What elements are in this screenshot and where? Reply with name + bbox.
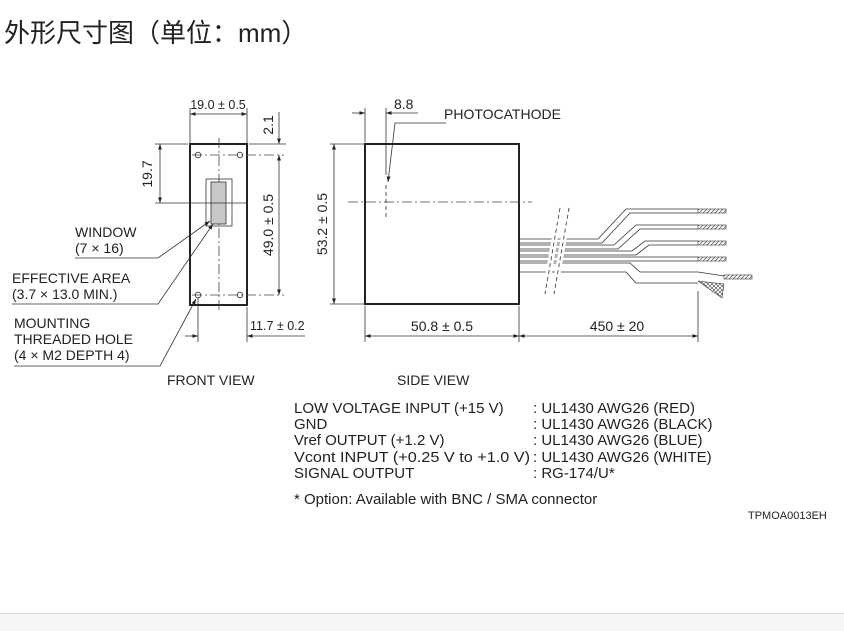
wiring-signal: GND	[294, 416, 328, 433]
window-label: WINDOW	[75, 224, 137, 240]
cable-bundle	[519, 207, 753, 299]
wiring-cable: : UL1430 AWG26 (BLACK)	[533, 416, 713, 433]
window	[205, 178, 233, 227]
break-mark	[544, 207, 561, 295]
window-size-label: (7 × 16)	[75, 240, 124, 256]
dim-width: 19.0 ± 0.5	[190, 98, 246, 112]
mounting-label-line2: THREADED HOLE	[14, 331, 133, 347]
coax-center-conductor	[723, 274, 753, 280]
dim-length: 50.8 ± 0.5	[411, 318, 473, 334]
wiring-signal: SIGNAL OUTPUT	[294, 465, 414, 482]
dim-photocathode-offset: 8.8	[394, 96, 414, 112]
mounting-label-line3: (4 × M2 DEPTH 4)	[14, 347, 130, 363]
footnote: * Option: Available with BNC / SMA conne…	[294, 491, 597, 508]
wire-end-blue	[697, 240, 727, 246]
module-side-outline	[364, 143, 520, 305]
dim-hole-pitch-v: 49.0 ± 0.5	[260, 194, 276, 256]
dim-top-offset: 2.1	[260, 115, 276, 135]
wiring-cable: : RG-174/U*	[533, 465, 615, 482]
front-view: 19.0 ± 0.5 2.1 49.0 ± 0.5 19.7 11.7 ± 0.…	[12, 98, 305, 388]
effective-area-label: EFFECTIVE AREA	[12, 270, 131, 286]
wire-end-black	[697, 224, 727, 230]
side-view-caption: SIDE VIEW	[397, 372, 470, 388]
dim-hole-pitch-h: 11.7 ± 0.2	[250, 319, 305, 333]
module-front-outline	[189, 143, 248, 306]
wiring-cable: : UL1430 AWG26 (BLUE)	[533, 432, 703, 449]
dim-height: 53.2 ± 0.5	[314, 193, 330, 255]
wiring-signal: Vcont INPUT (+0.25 V to +1.0 V)	[294, 449, 530, 466]
side-view: 8.8 PHOTOCATHODE 53.2 ± 0.5 50.8 ± 0.5 4…	[314, 96, 753, 388]
footer-band	[0, 613, 844, 631]
front-view-caption: FRONT VIEW	[167, 372, 255, 388]
wiring-table: LOW VOLTAGE INPUT (+15 V) : UL1430 AWG26…	[294, 400, 827, 522]
wire-end-white	[697, 256, 727, 262]
dim-window-offset: 19.7	[139, 160, 155, 187]
effective-area-size-label: (3.7 × 13.0 MIN.)	[12, 286, 117, 302]
mounting-label: MOUNTING	[14, 315, 90, 331]
dim-cable-length: 450 ± 20	[590, 318, 645, 334]
wire-end-red	[697, 208, 727, 214]
wiring-signal: Vref OUTPUT (+1.2 V)	[294, 432, 444, 449]
drawing-code: TPMOA0013EH	[748, 510, 827, 522]
coax-shield	[697, 280, 725, 299]
wiring-cable: : UL1430 AWG26 (WHITE)	[533, 449, 712, 466]
page-title: 外形尺寸图（单位：mm）	[4, 18, 308, 48]
mounting-holes	[194, 151, 244, 299]
wiring-signal: LOW VOLTAGE INPUT (+15 V)	[294, 400, 504, 417]
wiring-cable: : UL1430 AWG26 (RED)	[533, 400, 695, 417]
photocathode-label: PHOTOCATHODE	[444, 106, 561, 122]
